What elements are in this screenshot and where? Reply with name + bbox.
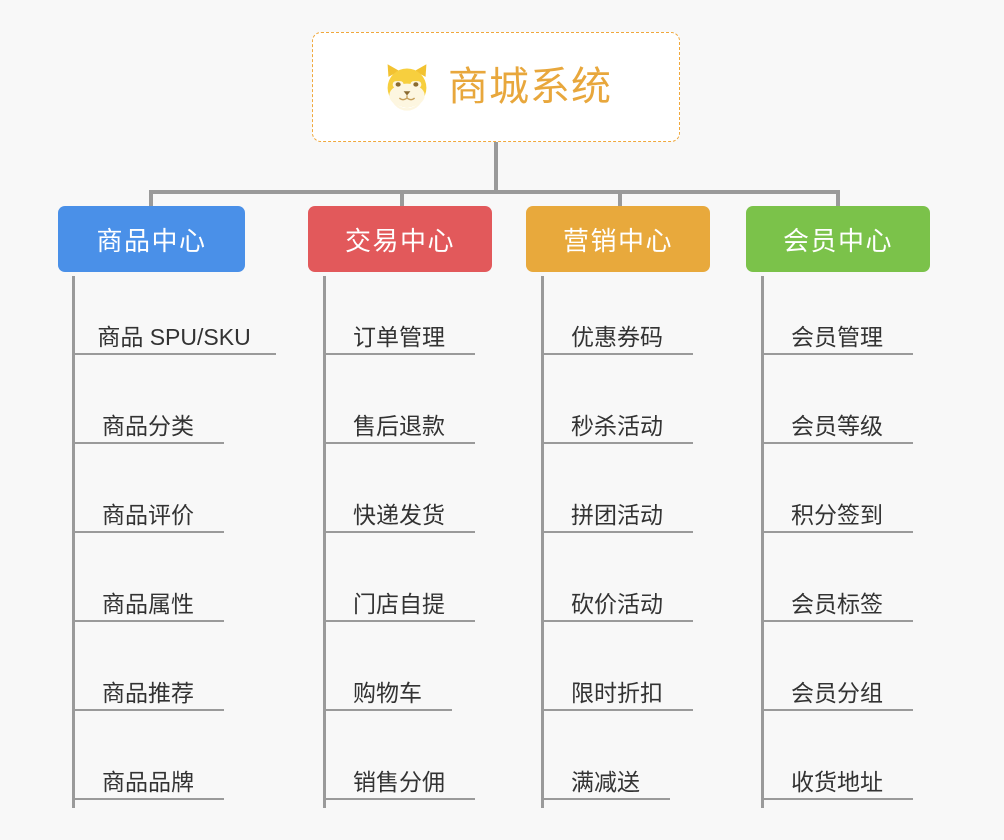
branch-trunk-3	[541, 276, 544, 808]
branch-trunk-4	[761, 276, 764, 808]
root-title: 商城系统	[448, 65, 612, 109]
leaf-item[interactable]: 商品 SPU/SKU	[72, 307, 276, 355]
leaf-item[interactable]: 商品评价	[72, 485, 224, 533]
leaf-item-label: 快递发货	[353, 502, 445, 528]
leaf-item[interactable]: 商品属性	[72, 574, 224, 622]
shiba-dog-face-icon	[387, 64, 427, 111]
leaf-item-label: 订单管理	[353, 324, 445, 350]
leaf-item[interactable]: 优惠券码	[541, 307, 693, 355]
leaf-item[interactable]: 会员等级	[761, 396, 913, 444]
connector-drop-branch-4	[836, 190, 840, 208]
leaf-item-label: 商品 SPU/SKU	[97, 324, 251, 350]
leaf-item-label: 商品品牌	[102, 769, 194, 795]
leaf-item-label: 商品评价	[102, 502, 194, 528]
leaf-item-label: 会员分组	[791, 680, 883, 706]
leaf-item[interactable]: 商品分类	[72, 396, 224, 444]
branch-header-label: 会员中心	[782, 225, 893, 256]
leaf-item[interactable]: 会员管理	[761, 307, 913, 355]
leaf-item-label: 门店自提	[353, 591, 445, 617]
branch-trunk-2	[323, 276, 326, 808]
branch-header-2[interactable]: 交易中心	[308, 206, 492, 272]
leaf-item-label: 商品分类	[102, 413, 194, 439]
connector-root-stem	[494, 142, 498, 194]
branch-header-label: 交易中心	[344, 225, 455, 256]
branch-header-label: 商品中心	[96, 225, 207, 256]
leaf-item-label: 销售分佣	[353, 769, 445, 795]
leaf-item[interactable]: 门店自提	[323, 574, 475, 622]
leaf-item[interactable]: 商品推荐	[72, 663, 224, 711]
branch-header-label: 营销中心	[562, 225, 673, 256]
leaf-item[interactable]: 快递发货	[323, 485, 475, 533]
leaf-item-label: 满减送	[571, 769, 640, 795]
leaf-item-label: 收货地址	[791, 769, 883, 795]
leaf-item-label: 会员标签	[791, 591, 883, 617]
leaf-item-label: 会员等级	[791, 413, 883, 439]
leaf-item[interactable]: 拼团活动	[541, 485, 693, 533]
leaf-item[interactable]: 购物车	[323, 663, 452, 711]
leaf-item-label: 会员管理	[791, 324, 883, 350]
connector-drop-branch-3	[618, 190, 622, 208]
branch-trunk-1	[72, 276, 75, 808]
leaf-item-label: 购物车	[353, 680, 422, 706]
connector-drop-branch-2	[400, 190, 404, 208]
leaf-item-label: 售后退款	[353, 413, 445, 439]
leaf-item[interactable]: 秒杀活动	[541, 396, 693, 444]
leaf-item-label: 商品属性	[102, 591, 194, 617]
leaf-item[interactable]: 砍价活动	[541, 574, 693, 622]
leaf-item-label: 优惠券码	[571, 324, 663, 350]
leaf-item-label: 积分签到	[791, 502, 883, 528]
connector-horizontal-bus	[149, 190, 839, 194]
leaf-item[interactable]: 限时折扣	[541, 663, 693, 711]
leaf-item[interactable]: 收货地址	[761, 752, 913, 800]
leaf-item[interactable]: 商品品牌	[72, 752, 224, 800]
leaf-item[interactable]: 订单管理	[323, 307, 475, 355]
leaf-item-label: 砍价活动	[571, 591, 663, 617]
root-node[interactable]: 商城系统	[312, 32, 680, 142]
leaf-item[interactable]: 满减送	[541, 752, 670, 800]
branch-header-1[interactable]: 商品中心	[58, 206, 245, 272]
leaf-item[interactable]: 售后退款	[323, 396, 475, 444]
leaf-item[interactable]: 积分签到	[761, 485, 913, 533]
branch-header-4[interactable]: 会员中心	[746, 206, 930, 272]
leaf-item-label: 秒杀活动	[571, 413, 663, 439]
leaf-item-label: 商品推荐	[102, 680, 194, 706]
leaf-item[interactable]: 销售分佣	[323, 752, 475, 800]
branch-header-3[interactable]: 营销中心	[526, 206, 710, 272]
leaf-item[interactable]: 会员标签	[761, 574, 913, 622]
leaf-item-label: 限时折扣	[571, 680, 663, 706]
leaf-item[interactable]: 会员分组	[761, 663, 913, 711]
leaf-item-label: 拼团活动	[571, 502, 663, 528]
connector-drop-branch-1	[149, 190, 153, 208]
